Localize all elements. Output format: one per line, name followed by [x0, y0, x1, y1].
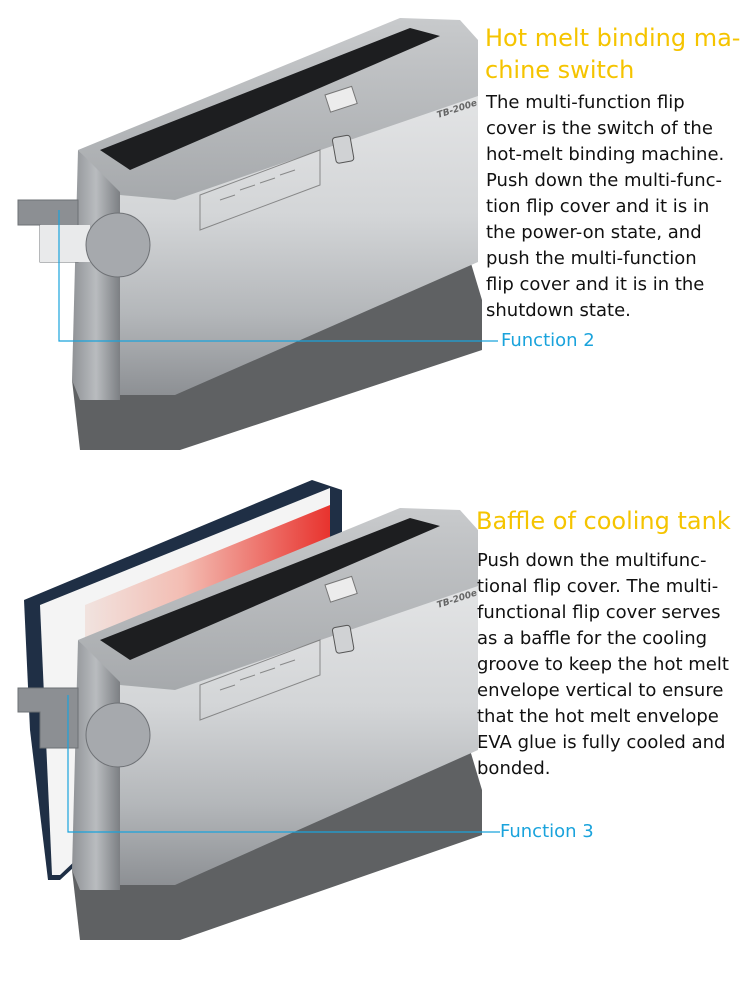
binding-slot	[100, 28, 440, 170]
section-2-heading: Baffle of cooling tank	[476, 507, 731, 535]
function-2-panel: TB-200e Hot melt binding ma- chine switc…	[0, 0, 750, 480]
machine-body	[120, 70, 478, 395]
function-3-panel: TB-200e Baffle of cooling tank Push down…	[0, 480, 750, 991]
function-2-label: Function 2	[501, 330, 595, 351]
binding-machine-image: TB-200e	[17, 18, 498, 450]
machine-base	[72, 260, 482, 450]
section-1-heading: Hot melt binding ma- chine switch	[485, 24, 741, 84]
function-2-callout-line	[58, 210, 498, 342]
section-1-description: The multi-function flip cover is the swi…	[486, 92, 725, 321]
flip-cover	[85, 702, 151, 768]
section-2-description: Push down the multifunc- tional flip cov…	[477, 550, 729, 779]
control-panel	[78, 18, 478, 200]
flip-cover	[85, 212, 151, 278]
end-cap	[72, 150, 120, 400]
binding-machine-with-book-image: TB-200e	[17, 480, 500, 940]
function-3-label: Function 3	[500, 821, 594, 842]
function-3-callout-line	[67, 695, 500, 833]
